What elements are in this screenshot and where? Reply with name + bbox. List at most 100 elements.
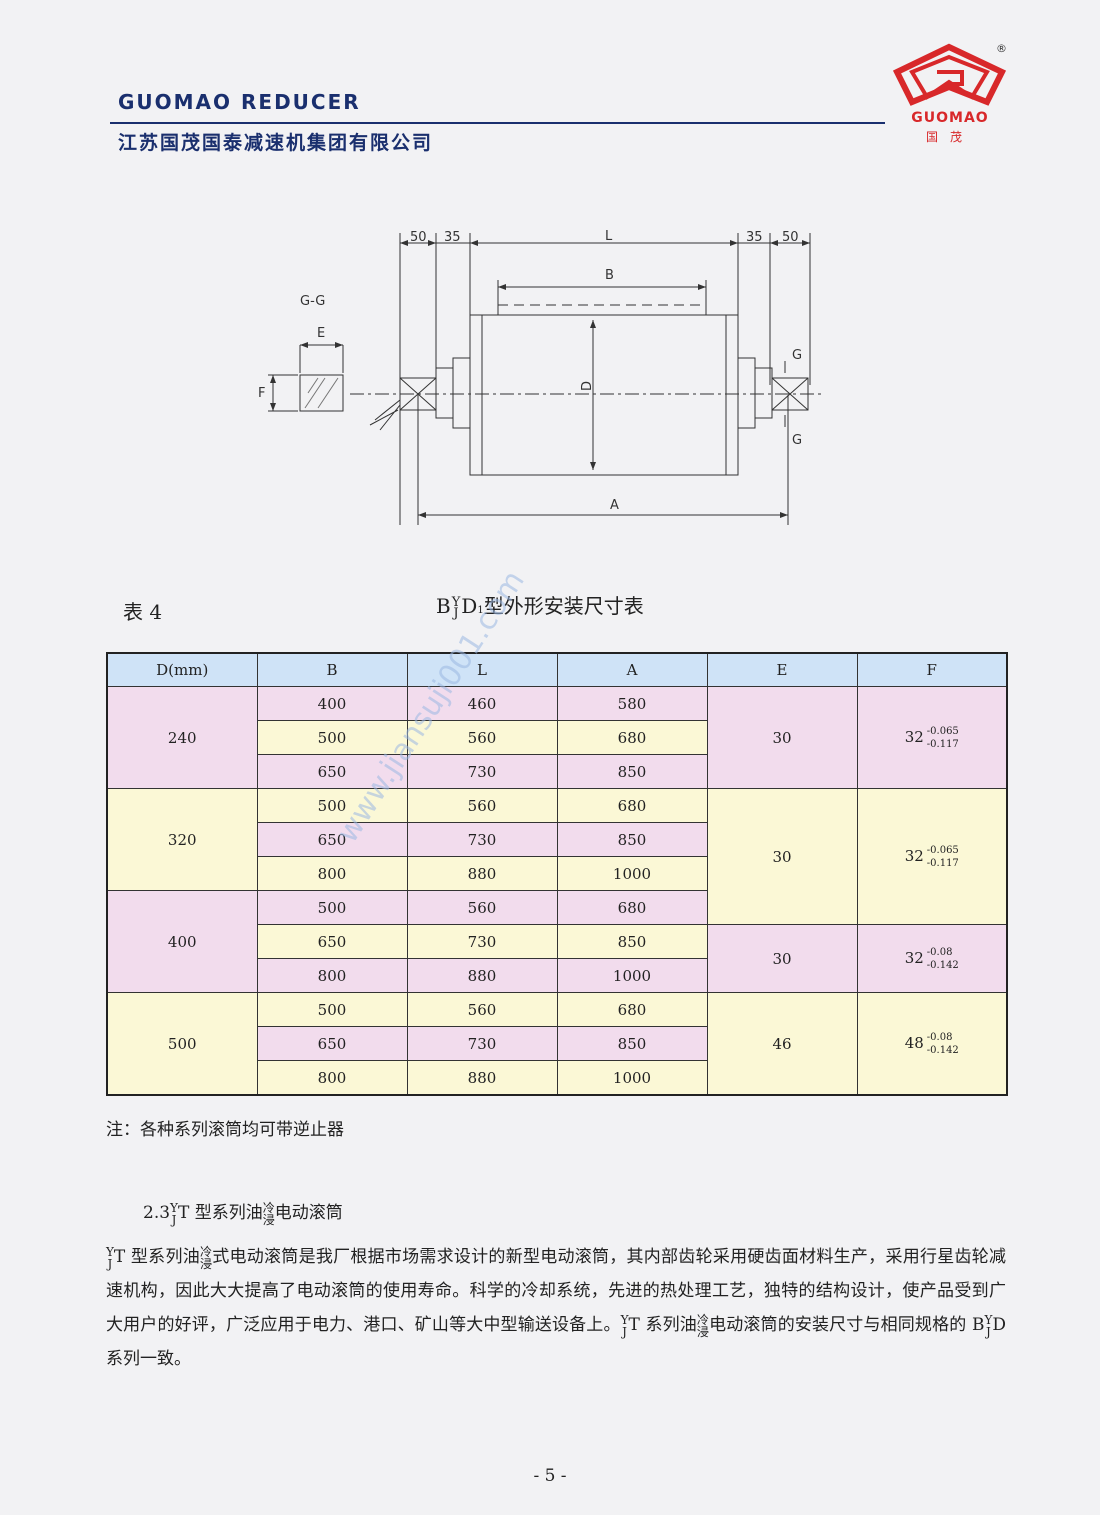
- para-cool-stack-2: 冷浸: [697, 1314, 709, 1338]
- cell-f: 32-0.08-0.142: [856, 924, 1008, 993]
- cell-b: 800: [256, 1060, 408, 1096]
- section-gg-label: G-G: [300, 294, 325, 309]
- title-sub: J: [453, 605, 459, 621]
- dim-E: E: [317, 326, 325, 341]
- para-cool-stack-1: 冷浸: [200, 1246, 212, 1270]
- title-mid: D: [461, 594, 478, 618]
- para-sub-1: J: [107, 1256, 113, 1271]
- f-tol-lower: -0.117: [926, 857, 959, 869]
- title-text: 型外形安装尺寸表: [483, 594, 644, 618]
- table-row: 650 730 850: [107, 1026, 1007, 1061]
- f-tol-upper: -0.065: [926, 844, 959, 856]
- dim-A: A: [610, 498, 619, 513]
- guomao-logo-icon: [892, 43, 1007, 106]
- cell-d: 240: [106, 686, 258, 789]
- page-number: - 5 -: [533, 1466, 567, 1486]
- cell-b: 800: [256, 856, 408, 891]
- section-sub: J: [171, 1212, 177, 1227]
- cell-e: 30: [706, 686, 858, 789]
- f-tolerance: -0.08-0.142: [927, 1031, 959, 1057]
- cell-a: 850: [556, 924, 708, 959]
- cell-b: 400: [256, 686, 408, 721]
- para-stack-low-1: 浸: [199, 1256, 212, 1271]
- title-sup: Y: [451, 594, 461, 610]
- cell-f: 32-0.065-0.117: [856, 686, 1008, 789]
- cell-e: 30: [706, 788, 858, 925]
- section-mark-g-bottom: G: [792, 433, 802, 448]
- section-mark-g-top: G: [792, 348, 802, 363]
- table-row: 240 400 460 580 30 32-0.065-0.117: [106, 686, 1008, 789]
- para-sup-3: Y: [984, 1312, 993, 1327]
- f-tolerance: -0.08-0.142: [927, 946, 959, 972]
- dim-50-right: 50: [782, 230, 799, 245]
- para-text-1: T 型系列油: [113, 1247, 200, 1267]
- para-sup-1: Y: [106, 1244, 114, 1259]
- cell-b: 500: [256, 720, 408, 755]
- f-tol-upper: -0.08: [926, 1031, 953, 1043]
- f-tol-lower: -0.117: [926, 738, 959, 750]
- f-tol-lower: -0.142: [926, 1044, 959, 1056]
- cell-a: 580: [556, 686, 708, 721]
- dim-D: D: [580, 381, 595, 391]
- cell-f: 32-0.065-0.117: [856, 788, 1008, 925]
- cell-b: 500: [256, 890, 408, 925]
- para-text-2: 式电动滚筒是我厂根据市场需求设计的新型电动滚筒，其内部齿轮采用硬齿面材料生产，采…: [106, 1247, 1007, 1335]
- para-stack-low-2: 浸: [696, 1324, 709, 1339]
- para-text-4: 电动滚筒的安装尺寸与相同规格的 B: [708, 1315, 985, 1335]
- table-number: 表 4: [123, 600, 163, 624]
- registered-mark: ®: [996, 42, 1007, 55]
- para-stack-up-2: 冷: [696, 1312, 709, 1327]
- cell-l: 730: [406, 754, 558, 789]
- section-stack-up: 冷: [262, 1200, 275, 1215]
- table-row: 500 500 560 680 46 48-0.08-0.142: [106, 992, 1008, 1096]
- f-base: 32: [904, 846, 924, 865]
- dim-L: L: [605, 229, 613, 244]
- cell-a: 680: [556, 992, 708, 1027]
- cell-l: 730: [406, 822, 558, 857]
- cell-a: 1000: [556, 856, 708, 891]
- dim-B: B: [605, 268, 614, 283]
- cell-b: 650: [256, 924, 408, 959]
- dim-35-left: 35: [444, 230, 461, 245]
- header-d: D(mm): [106, 652, 258, 687]
- cell-b: 650: [256, 822, 408, 857]
- cell-a: 1000: [556, 1060, 708, 1096]
- cell-l: 730: [406, 1026, 558, 1061]
- header-l: L: [406, 652, 558, 687]
- para-sub-3: J: [985, 1324, 991, 1339]
- header-a: A: [556, 652, 708, 687]
- cell-e: 30: [706, 924, 858, 993]
- cell-a: 680: [556, 890, 708, 925]
- cell-l: 560: [406, 890, 558, 925]
- f-tolerance: -0.065-0.117: [927, 844, 959, 870]
- cell-b: 500: [256, 992, 408, 1027]
- cell-a: 850: [556, 754, 708, 789]
- dim-35-right: 35: [746, 230, 763, 245]
- logo-text: GUOMAO: [911, 110, 989, 126]
- title-prefix: B: [436, 594, 451, 618]
- cell-b: 650: [256, 1026, 408, 1061]
- cell-b: 800: [256, 958, 408, 993]
- section-number: 2.3: [143, 1203, 171, 1223]
- drum-dimension-drawing: 50 35 L 35 50 B D A G-G E F G G: [258, 229, 825, 525]
- f-base: 48: [904, 1033, 924, 1052]
- f-tolerance: -0.065-0.117: [927, 725, 959, 751]
- cell-e: 46: [706, 992, 858, 1096]
- cell-l: 730: [406, 924, 558, 959]
- cell-l: 560: [406, 992, 558, 1027]
- para-sub-2: J: [622, 1324, 627, 1339]
- para-sup-2: Y: [620, 1312, 629, 1327]
- header-f: F: [856, 652, 1008, 687]
- table-header-row: D(mm) B L A E F: [106, 652, 1008, 687]
- f-base: 32: [904, 727, 924, 746]
- cell-a: 680: [556, 788, 708, 823]
- section-text-1: T 型系列油: [177, 1203, 263, 1223]
- title-small: 1: [477, 605, 484, 616]
- header-e: E: [706, 652, 858, 687]
